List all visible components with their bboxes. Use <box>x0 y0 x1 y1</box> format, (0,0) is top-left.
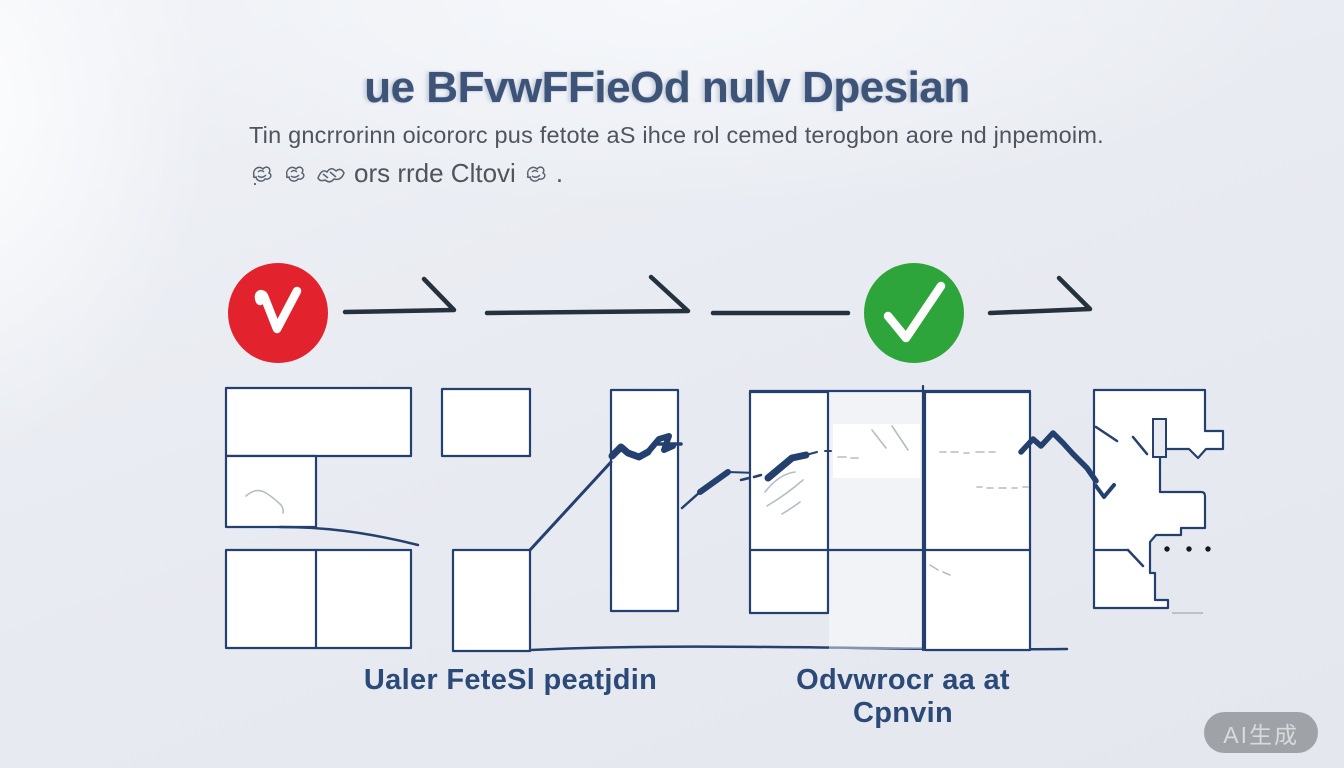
ellipsis-dots <box>1164 546 1211 552</box>
flow-arrow-1 <box>342 276 457 315</box>
wireframe-dashboard-group <box>739 384 1032 652</box>
green-check-badge <box>864 263 964 363</box>
connector-curve <box>278 525 420 547</box>
white-patch <box>833 424 920 478</box>
wireframe-left-group <box>224 386 532 650</box>
wireframe-middle-group <box>451 388 758 653</box>
wireframe-jagged-group <box>1018 388 1225 614</box>
process-flow <box>228 263 1093 363</box>
trend-line <box>1018 430 1099 484</box>
diagram-label-right: Odvwrocr aa at Cpnvin <box>796 664 1010 729</box>
page-title: ue BFvwFFieOd nulv Dpesian <box>364 63 970 112</box>
scribble-glyph-icon <box>526 165 546 182</box>
subtitle-line-2-text: ors rrde Cltovi <box>354 158 516 188</box>
flow-arrow-2 <box>484 274 691 316</box>
red-check-badge <box>228 263 328 363</box>
trend-mark <box>608 443 652 461</box>
scribble-glyph-icon <box>252 165 272 185</box>
trend-mark <box>764 451 810 482</box>
ai-generated-watermark: AI生成 <box>1204 712 1318 753</box>
scribble-glyph-icon <box>317 167 345 182</box>
scribble-glyph-icon <box>285 165 305 182</box>
subtitle-line-1: Tin gncrrorinn oicororc pus fetote aS ih… <box>249 122 1104 148</box>
diagram-label-left: Ualer FeteSl peatjdin <box>363 664 658 696</box>
flow-arrow-3 <box>987 275 1093 316</box>
subtitle-line-2-period: . <box>555 158 564 188</box>
checkmark-icon <box>883 281 946 343</box>
subtitle-line-2: ors rrde Cltovi . <box>249 158 1104 189</box>
subtitle: Tin gncrrorinn oicororc pus fetote aS ih… <box>249 122 1104 189</box>
checkmark-icon <box>254 286 302 334</box>
